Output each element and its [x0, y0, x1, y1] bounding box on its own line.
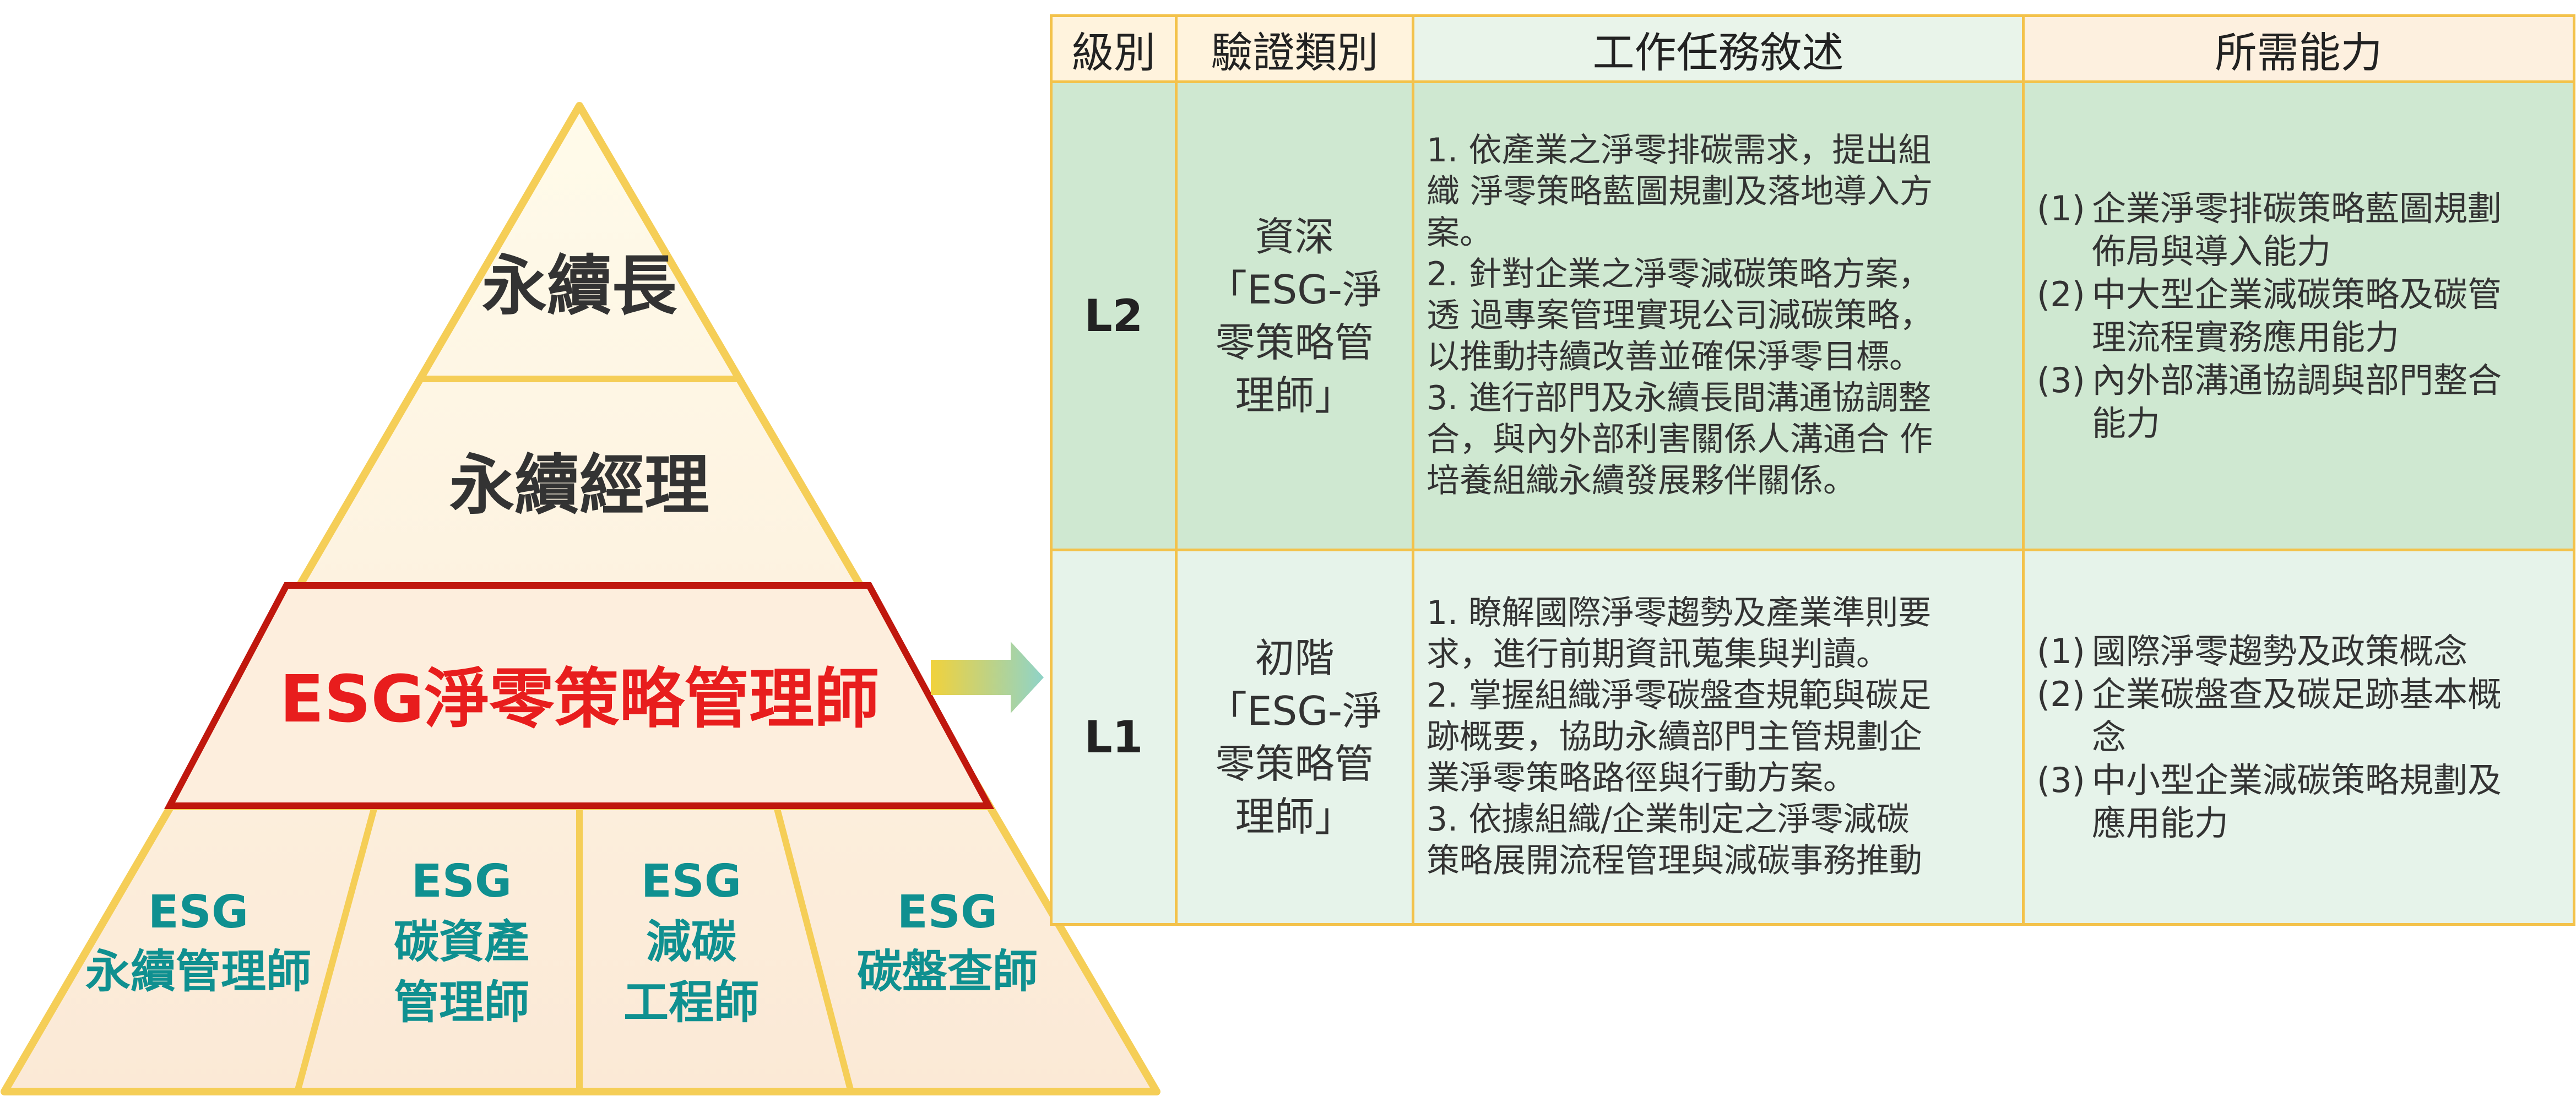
category-line: 零策略管	[1215, 319, 1374, 366]
pyramid-base-2: ESG 碳資產 管理師	[394, 855, 529, 1029]
category-line: 理師」	[1235, 372, 1354, 419]
pyramid-base-line: 管理師	[394, 976, 529, 1029]
certification-table: 級別 驗證類別 工作任務敘述 所需能力 L2 資深 「ESG-淨 零策略管 理師…	[1050, 14, 2575, 926]
table-row-l1: L1 初階 「ESG-淨 零策略管 理師」 1. 瞭解國際淨零趨勢及產業準則要 …	[1050, 549, 2575, 926]
category-line: 資深	[1255, 213, 1335, 260]
task-line: 跡概要，協助永續部門主管規劃企	[1427, 718, 1922, 756]
pyramid-base-line: ESG	[148, 886, 248, 938]
category-cell: 初階 「ESG-淨 零策略管 理師」	[1175, 549, 1414, 926]
task-line: 以推動持續改善並確保淨零目標。	[1427, 338, 1922, 376]
ability-line: 理流程實務應用能力	[2092, 317, 2400, 357]
pyramid-base-line: 減碳	[646, 916, 737, 968]
category-cell: 資深 「ESG-淨 零策略管 理師」	[1175, 80, 1414, 551]
ability-item: (2) 中大型企業減碳策略及碳管理流程實務應用能力	[2037, 273, 2562, 359]
task-line: 1. 瞭解國際淨零趨勢及產業準則要	[1427, 594, 1932, 632]
task-line: 2. 針對企業之淨零減碳策略方案，	[1427, 255, 1932, 294]
ability-item: (3) 中小型企業減碳策略規劃及應用能力	[2037, 759, 2562, 845]
ability-number: (3)	[2037, 759, 2085, 800]
ability-item: (1) 企業淨零排碳策略藍圖規劃佈局與導入能力	[2037, 187, 2562, 273]
abilities-cell: (1) 企業淨零排碳策略藍圖規劃佈局與導入能力 (2) 中大型企業減碳策略及碳管…	[2022, 80, 2575, 551]
pyramid-base-3: ESG 減碳 工程師	[623, 855, 759, 1029]
task-line: 織 淨零策略藍圖規劃及落地導入方	[1427, 172, 1933, 211]
task-line: 案。	[1427, 214, 1493, 252]
task-line: 3. 依據組織/企業制定之淨零減碳	[1427, 800, 1910, 839]
task-line: 求，進行前期資訊蒐集與判讀。	[1427, 635, 1889, 674]
task-line: 策略展開流程管理與減碳事務推動	[1427, 842, 1922, 880]
ability-line: 念	[2092, 717, 2127, 757]
task-line: 業淨零策略路徑與行動方案。	[1427, 759, 1856, 797]
ability-line: 中小型企業減碳策略規劃及	[2092, 759, 2502, 800]
ability-number: (2)	[2037, 674, 2085, 714]
category-line: 「ESG-淨	[1207, 687, 1382, 734]
ability-number: (1)	[2037, 631, 2085, 671]
task-line: 1. 依產業之淨零排碳需求，提出組	[1427, 131, 1932, 170]
pyramid-base-line: ESG	[641, 855, 741, 908]
level-cell: L2	[1050, 80, 1178, 551]
pyramid-base-1: ESG 永續管理師	[85, 886, 311, 998]
tasks-cell: 1. 依產業之淨零排碳需求，提出組 織 淨零策略藍圖規劃及落地導入方 案。 2.…	[1412, 80, 2025, 551]
abilities-cell: (1) 國際淨零趨勢及政策概念 (2) 企業碳盤查及碳足跡基本概念 (3) 中小…	[2022, 549, 2575, 926]
table-row-l2: L2 資深 「ESG-淨 零策略管 理師」 1. 依產業之淨零排碳需求，提出組 …	[1050, 80, 2575, 551]
ability-item: (1) 國際淨零趨勢及政策概念	[2037, 630, 2562, 673]
ability-line: 企業碳盤查及碳足跡基本概	[2092, 674, 2502, 714]
pyramid-base-4: ESG 碳盤查師	[857, 886, 1038, 998]
pyramid-base-line: 碳盤查師	[857, 946, 1038, 998]
ability-number: (3)	[2037, 360, 2085, 400]
pyramid-base-line: ESG	[897, 886, 997, 938]
ability-line: 企業淨零排碳策略藍圖規劃	[2092, 188, 2502, 229]
pyramid-divider	[294, 806, 378, 1093]
ability-line: 國際淨零趨勢及政策概念	[2092, 631, 2468, 671]
ability-line: 應用能力	[2092, 802, 2229, 843]
category-line: 「ESG-淨	[1207, 266, 1382, 313]
task-line: 培養組織永續發展夥伴關係。	[1427, 462, 1856, 500]
pyramid-diagram: 永續長 永續經理 ESG淨零策略管理師 ESG 永續管理師 ESG 碳資產 管理…	[1, 102, 1160, 1095]
table-header-row: 級別 驗證類別 工作任務敘述 所需能力	[1050, 14, 2575, 83]
pyramid-base-line: 碳資產	[394, 916, 529, 968]
header-category: 驗證類別	[1175, 14, 1414, 83]
pyramid-divider	[773, 806, 854, 1093]
task-line: 3. 進行部門及永續長間溝通協調整	[1427, 379, 1932, 417]
category-line: 初階	[1255, 634, 1335, 681]
pyramid-highlight-label: ESG淨零策略管理師	[280, 661, 879, 737]
tasks-cell: 1. 瞭解國際淨零趨勢及產業準則要 求，進行前期資訊蒐集與判讀。 2. 掌握組織…	[1412, 549, 2025, 926]
header-abilities: 所需能力	[2022, 14, 2575, 83]
task-line: 2. 掌握組織淨零碳盤查規範與碳足	[1427, 676, 1932, 715]
category-line: 理師」	[1235, 793, 1354, 840]
pyramid-second-label: 永續經理	[449, 447, 709, 523]
header-tasks: 工作任務敘述	[1412, 14, 2025, 83]
category-line: 零策略管	[1215, 740, 1374, 787]
level-cell: L1	[1050, 549, 1178, 926]
ability-line: 能力	[2092, 403, 2161, 443]
ability-item: (2) 企業碳盤查及碳足跡基本概念	[2037, 673, 2562, 759]
task-line: 合，與內外部利害關係人溝通合 作	[1427, 420, 1933, 459]
header-level: 級別	[1050, 14, 1178, 83]
ability-line: 內外部溝通協調與部門整合	[2092, 360, 2502, 400]
pyramid-top-label: 永續長	[482, 248, 677, 324]
task-line: 透 過專案管理實現公司減碳策略，	[1427, 296, 1933, 335]
pyramid-base-line: 永續管理師	[85, 946, 311, 998]
ability-line: 中大型企業減碳策略及碳管	[2092, 274, 2502, 314]
ability-item: (3) 內外部溝通協調與部門整合能力	[2037, 359, 2562, 445]
pyramid-base-line: 工程師	[623, 976, 759, 1029]
ability-number: (1)	[2037, 188, 2085, 229]
pyramid-highlight-tier	[164, 582, 995, 809]
ability-number: (2)	[2037, 274, 2085, 314]
ability-line: 佈局與導入能力	[2092, 231, 2331, 272]
pyramid-base-line: ESG	[411, 855, 512, 908]
